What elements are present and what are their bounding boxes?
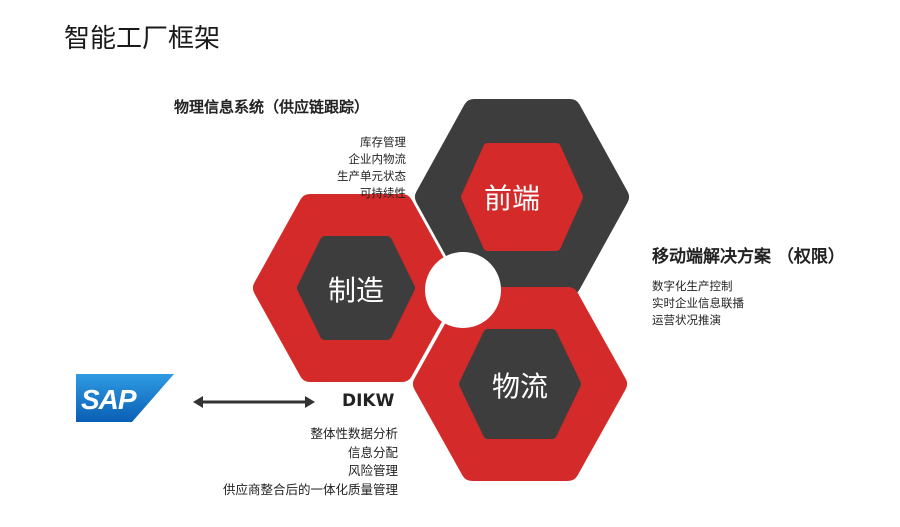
physical-list: 库存管理 企业内物流 生产单元状态 可持续性	[337, 134, 406, 202]
list-item: 企业内物流	[348, 152, 407, 166]
list-item: 数字化生产控制	[652, 279, 733, 293]
center-circle	[425, 252, 501, 328]
list-item: 可持续性	[360, 186, 406, 200]
double-arrow-icon	[193, 396, 315, 408]
list-item: 生产单元状态	[337, 169, 406, 183]
sap-logo-text: SAP	[81, 384, 137, 415]
physical-heading: 物理信息系统（供应链跟踪）	[174, 98, 370, 116]
hexagon-frontend	[415, 99, 629, 295]
list-item: 风险管理	[347, 463, 398, 478]
list-item: 库存管理	[360, 135, 406, 149]
hexagon-frontend-label: 前端	[483, 182, 540, 215]
hexagon-manufacturing-label: 制造	[327, 274, 384, 307]
list-item: 运营状况推演	[652, 313, 721, 327]
hexagon-logistics	[413, 287, 627, 481]
mobile-list: 数字化生产控制 实时企业信息联播 运营状况推演	[652, 278, 744, 329]
list-item: 信息分配	[347, 444, 398, 460]
mobile-heading: 移动端解决方案 （权限）	[652, 247, 845, 267]
sap-logo: SAP	[76, 374, 174, 422]
list-item: 整体性数据分析	[310, 426, 398, 441]
list-item: 供应商整合后的一体化质量管理	[222, 481, 398, 497]
page-title: 智能工厂框架	[64, 24, 221, 54]
dikw-heading: DIKW	[342, 391, 395, 411]
hexagon-logistics-label: 物流	[491, 370, 548, 403]
list-item: 实时企业信息联播	[652, 296, 744, 310]
dikw-list: 整体性数据分析 信息分配 风险管理 供应商整合后的一体化质量管理	[223, 425, 398, 499]
hexagon-manufacturing	[253, 194, 459, 382]
